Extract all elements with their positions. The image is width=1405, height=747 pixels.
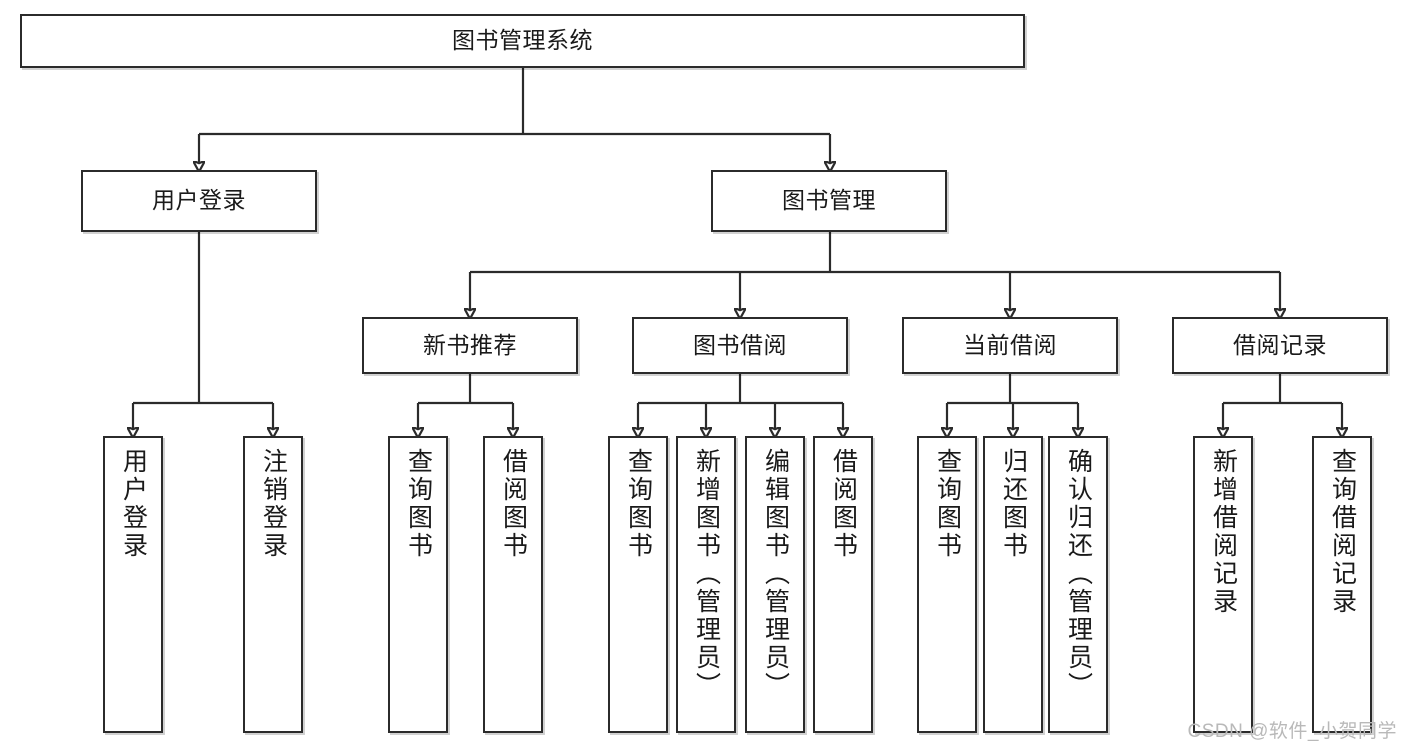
- node-label: 图书借阅: [693, 331, 787, 358]
- node-label: 查询图书: [933, 448, 962, 560]
- node-label: 确认归还（管理员）: [1064, 448, 1093, 700]
- node-leaf-add-borrow-record[interactable]: 新增借阅记录: [1193, 436, 1253, 733]
- watermark-text: CSDN @软件_小贺同学: [1187, 721, 1397, 742]
- node-label: 图书管理: [782, 187, 876, 214]
- node-label: 当前借阅: [963, 331, 1057, 358]
- node-leaf-query-book-2[interactable]: 查询图书: [608, 436, 668, 733]
- node-label: 新增借阅记录: [1209, 448, 1238, 616]
- node-label: 新书推荐: [423, 331, 517, 358]
- node-leaf-user-login[interactable]: 用户登录: [103, 436, 163, 733]
- node-label: 借阅记录: [1233, 331, 1327, 358]
- node-current-borrow[interactable]: 当前借阅: [902, 317, 1118, 374]
- node-leaf-query-borrow-record[interactable]: 查询借阅记录: [1312, 436, 1372, 733]
- node-label: 查询借阅记录: [1328, 448, 1357, 616]
- node-user-login[interactable]: 用户登录: [81, 170, 317, 232]
- node-leaf-borrow-book-1[interactable]: 借阅图书: [483, 436, 543, 733]
- node-label: 查询图书: [624, 448, 653, 560]
- node-label: 借阅图书: [499, 448, 528, 560]
- node-label: 图书管理系统: [452, 27, 593, 54]
- node-book-borrow[interactable]: 图书借阅: [632, 317, 848, 374]
- node-label: 归还图书: [999, 448, 1028, 560]
- node-label: 用户登录: [152, 187, 246, 214]
- node-new-book-recommend[interactable]: 新书推荐: [362, 317, 578, 374]
- node-label: 注销登录: [259, 448, 288, 560]
- node-label: 用户登录: [119, 448, 148, 560]
- node-label: 借阅图书: [829, 448, 858, 560]
- node-borrow-record[interactable]: 借阅记录: [1172, 317, 1388, 374]
- node-label: 查询图书: [404, 448, 433, 560]
- node-label: 编辑图书（管理员）: [761, 448, 790, 700]
- node-leaf-query-book-3[interactable]: 查询图书: [917, 436, 977, 733]
- node-leaf-logout-login[interactable]: 注销登录: [243, 436, 303, 733]
- node-leaf-borrow-book-2[interactable]: 借阅图书: [813, 436, 873, 733]
- node-leaf-edit-book-admin[interactable]: 编辑图书（管理员）: [745, 436, 805, 733]
- node-book-management[interactable]: 图书管理: [711, 170, 947, 232]
- node-leaf-confirm-return-admin[interactable]: 确认归还（管理员）: [1048, 436, 1108, 733]
- node-leaf-return-book[interactable]: 归还图书: [983, 436, 1043, 733]
- node-leaf-add-book-admin[interactable]: 新增图书（管理员）: [676, 436, 736, 733]
- node-leaf-query-book-1[interactable]: 查询图书: [388, 436, 448, 733]
- node-label: 新增图书（管理员）: [692, 448, 721, 700]
- node-root-book-management-system[interactable]: 图书管理系统: [20, 14, 1025, 68]
